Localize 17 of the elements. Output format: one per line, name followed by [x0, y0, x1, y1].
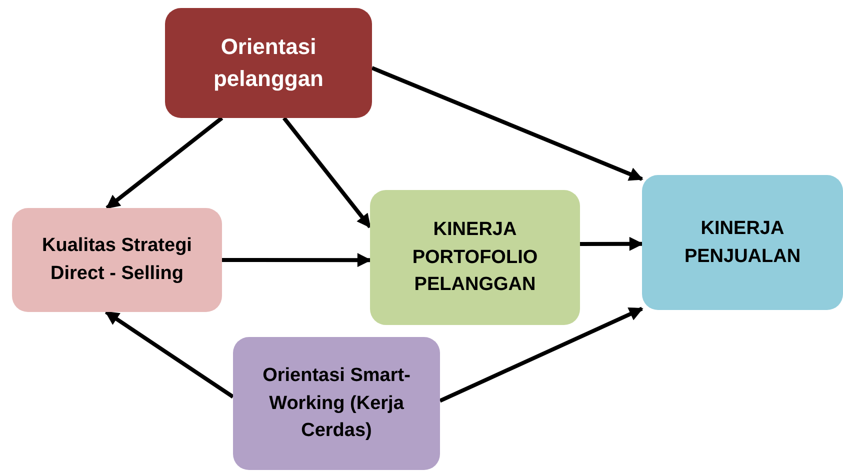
arrow	[282, 116, 372, 228]
process-box	[165, 8, 372, 118]
process-box	[370, 190, 580, 325]
node-label: Kualitas Strategi Direct - Selling	[41, 234, 193, 286]
node-label: KINERJA PENJUALAN	[683, 216, 802, 268]
arrow	[222, 253, 372, 268]
node-label: KINERJA PORTOFOLIO PELANGGAN	[411, 218, 539, 298]
arrow	[439, 306, 644, 403]
node-label: Orientasi Smart-Working (Kerja Cerdas)	[262, 364, 412, 444]
arrow	[371, 66, 644, 181]
arrow	[106, 116, 224, 210]
process-box	[12, 208, 222, 312]
process-box	[642, 175, 843, 310]
node-label: Orientasi pelanggan	[212, 33, 324, 93]
arrow	[104, 310, 234, 399]
arrow	[580, 236, 644, 251]
process-box	[233, 337, 440, 470]
